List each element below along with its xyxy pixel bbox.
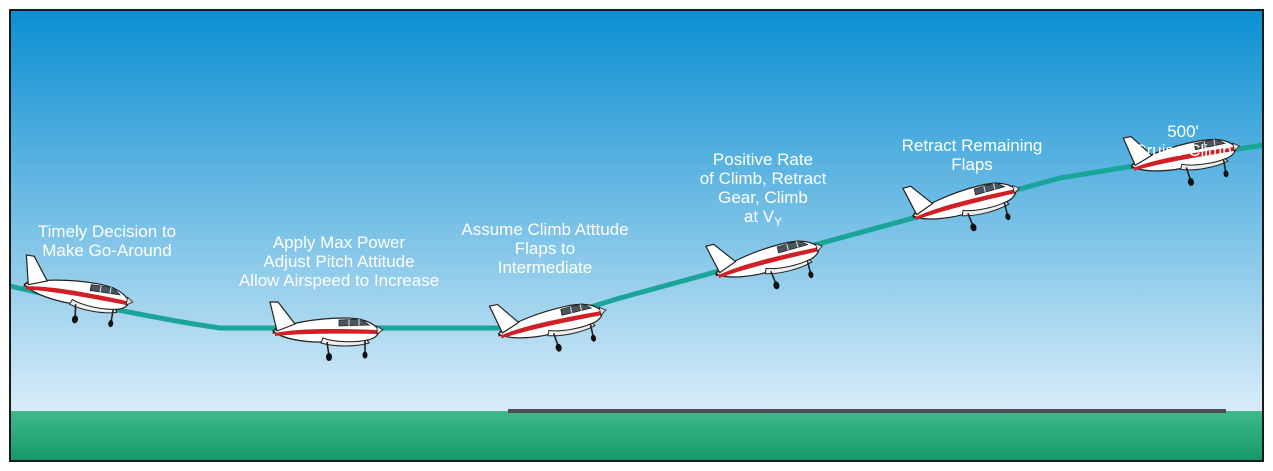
step-label-decision: Timely Decision to Make Go-Around <box>38 222 176 260</box>
label-line: Timely Decision to <box>37 222 177 241</box>
step-label-retract-flaps: Retract Remaining Flaps <box>902 136 1043 174</box>
step-label-max-power: Apply Max Power Adjust Pitch Attitude Al… <box>239 233 439 290</box>
step-label-climb-attitude: Assume Climb Atttude Flaps to Intermedia… <box>461 220 628 277</box>
runway <box>508 409 1226 413</box>
label-line: Retract Remaining <box>901 136 1043 155</box>
label-line: 500' <box>1167 122 1199 141</box>
label-line: Gear, Climb <box>718 188 808 207</box>
label-line: Flaps <box>951 155 993 174</box>
step-label-positive-rate: Positive Rate of Climb, Retract Gear, Cl… <box>699 150 827 229</box>
label-line: Adjust Pitch Attitude <box>263 252 415 271</box>
vy-subscript: Y <box>774 215 783 229</box>
label-line: of Climb, Retract <box>699 169 827 188</box>
label-line: Assume Climb Atttude <box>461 220 629 239</box>
label-line-vy: at VY <box>700 207 827 229</box>
label-line: Make Go-Around <box>42 241 172 260</box>
label-line: Positive Rate <box>712 150 814 169</box>
label-line: Apply Max Power <box>272 233 406 252</box>
label-line: Intermediate <box>497 258 593 277</box>
label-line: Flaps to <box>514 239 576 258</box>
diagram-frame <box>9 9 1264 462</box>
vy-text: at V <box>743 207 775 226</box>
sky <box>10 10 1263 411</box>
ground <box>10 411 1263 461</box>
label-line: Cruise Climb <box>1134 141 1232 160</box>
step-label-cruise-climb: 500' Cruise Climb <box>1134 122 1231 160</box>
label-line: Allow Airspeed to Increase <box>238 271 440 290</box>
